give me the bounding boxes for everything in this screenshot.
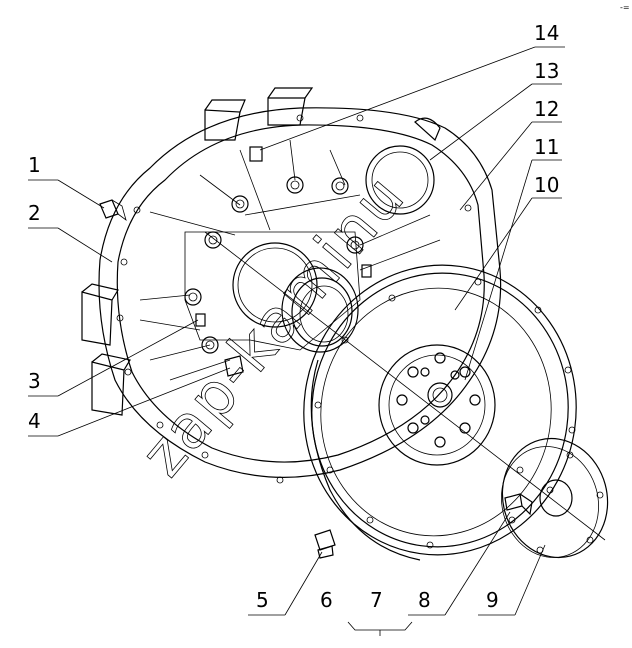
callout-10: 10	[534, 173, 559, 197]
callout-1: 1	[28, 153, 41, 177]
callout-11: 11	[534, 135, 559, 159]
callout-2: 2	[28, 201, 41, 225]
retaining-plate-part-9	[501, 437, 609, 559]
callout-7: 7	[370, 588, 383, 612]
callout-6: 6	[320, 588, 333, 612]
callout-3: 3	[28, 369, 41, 393]
callout-12: 12	[534, 97, 559, 121]
callout-13: 13	[534, 59, 559, 83]
callout-9: 9	[486, 588, 499, 612]
drain-plug-part-5	[314, 529, 336, 559]
corner-mark: -=	[620, 3, 630, 12]
leader-lines	[28, 46, 606, 636]
callout-5: 5	[256, 588, 269, 612]
callout-14: 14	[534, 21, 559, 45]
flywheel	[303, 264, 577, 561]
flywheel-housing	[81, 87, 502, 484]
callout-4: 4	[28, 409, 41, 433]
callout-labels: 1 2 3 4 5 6 7 8 9 10 11 12 13 14	[28, 21, 559, 612]
plug-part-1	[99, 199, 127, 222]
callout-8: 8	[418, 588, 431, 612]
